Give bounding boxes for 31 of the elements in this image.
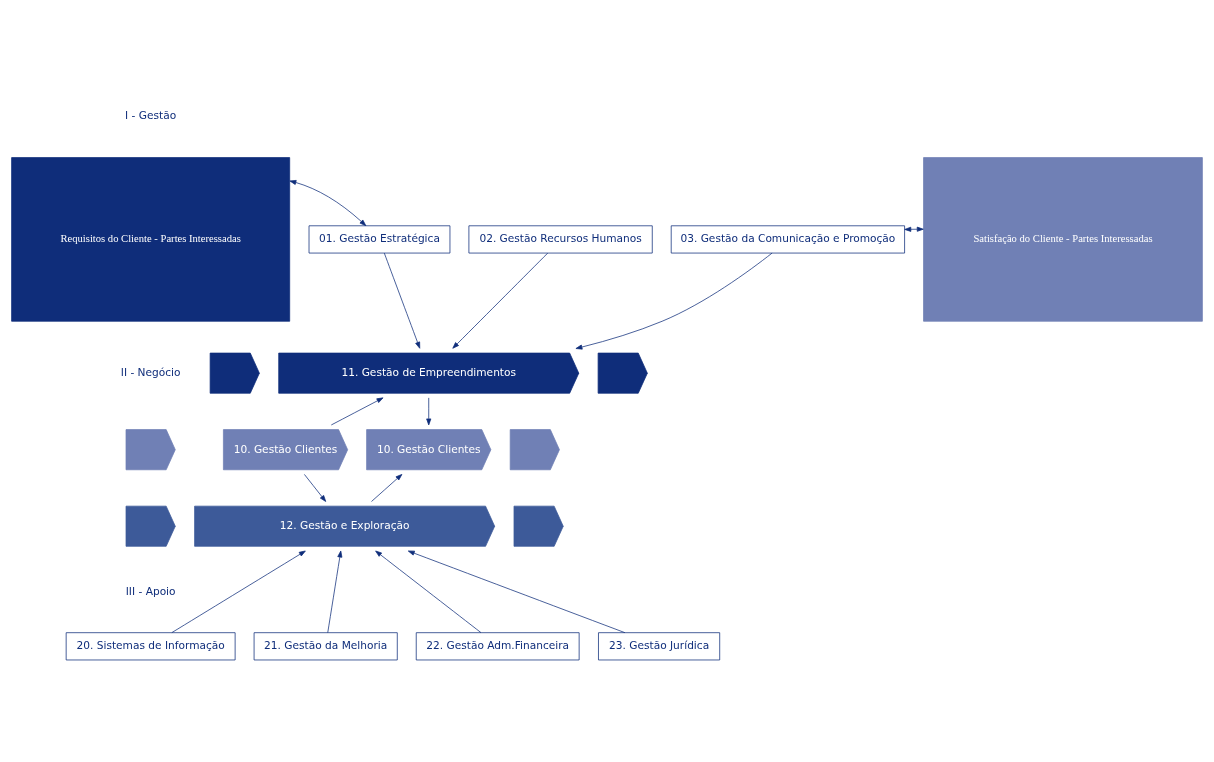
node-box: 03. Gestão da Comunicação e Promoção [670,224,905,253]
node-chevron [125,505,176,547]
arrow [407,550,626,633]
arrow [383,252,421,349]
arrow [371,473,403,502]
node-chevron [125,428,176,470]
arrow [452,252,549,349]
node-box: 22. Gestão Adm.Financeira [415,631,580,660]
arrow [327,550,343,633]
node-chevron [597,352,648,394]
label: II - Negócio [120,365,181,378]
node-box: Satisfação do Cliente - Partes Interessadas [923,156,1203,322]
arrow [426,397,432,425]
arrow [375,550,482,633]
arrow [330,397,384,425]
label: I - Gestão [125,108,177,121]
arrow [575,252,773,349]
arrow [171,550,306,633]
node-box: Requisitos do Cliente - Partes Interessadas [11,156,291,322]
arrow [289,179,367,226]
label: III - Apoio [125,584,176,597]
node-box: 23. Gestão Jurídica [598,631,721,660]
node-box: 01. Gestão Estratégica [308,224,451,253]
node-chevron [513,505,564,547]
node-chevron [209,352,260,394]
node-box: 02. Gestão Recursos Humanos [468,224,653,253]
node-chevron [509,428,560,470]
arrow [904,226,924,232]
node-box: 20. Sistemas de Informação [65,631,236,660]
node-box: 21. Gestão da Melhoria [253,631,398,660]
arrow [304,473,327,502]
